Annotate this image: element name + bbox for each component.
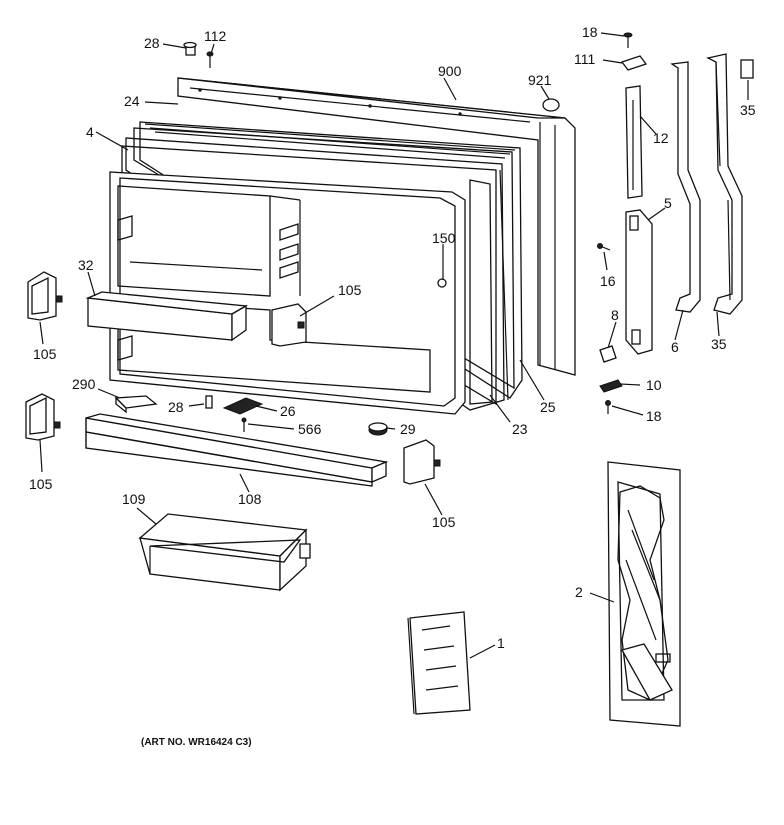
screw-28-top [183,41,197,56]
hinge-bracket-111 [620,55,648,71]
inner-door-liner [109,171,466,415]
callout-8: 8 [611,307,619,323]
door-stop-5 [625,209,653,355]
shelf-end-cap-upper-left [27,271,63,321]
shelf-end-cap-lower-right [403,439,441,485]
callout-10: 10 [646,377,662,393]
callout-1: 1 [497,635,505,651]
callout-18-bottom: 18 [646,408,662,424]
callout-6: 6 [671,339,679,355]
callout-105-lower-right: 105 [432,514,456,530]
callout-12: 12 [653,130,669,146]
callout-105-lower-left: 105 [29,476,53,492]
shelf-end-cap-lower-left [25,393,61,441]
screw-150 [437,278,447,288]
callout-105-shelf: 105 [338,282,362,298]
cover-assembly-2 [607,461,681,727]
hinge-shim-35 [740,59,754,79]
callout-32: 32 [78,257,94,273]
callout-28-bottom: 28 [168,399,184,415]
callout-25: 25 [540,399,556,415]
callout-150: 150 [432,230,456,246]
callout-28-top: 28 [144,35,160,51]
callout-35-bottom: 35 [711,336,727,352]
callout-900: 900 [438,63,462,79]
art-number: (ART NO. WR16424 C3) [141,737,252,748]
callout-24: 24 [124,93,140,109]
callout-23: 23 [512,421,528,437]
callout-105-upper-left: 105 [33,346,57,362]
callout-29: 29 [400,421,416,437]
callout-108: 108 [238,491,262,507]
handle-6 [670,61,701,313]
callout-4: 4 [86,124,94,140]
callout-111: 111 [574,51,595,67]
door-shelf-lower [85,413,389,487]
callout-35-top: 35 [740,102,756,118]
hinge-pin-10 [599,379,623,393]
handle-trim-35 [706,53,743,315]
callout-112: 112 [204,28,227,44]
callout-109: 109 [122,491,146,507]
plug-29 [368,422,388,436]
screw-18-bottom [605,400,611,414]
callout-290: 290 [72,376,96,392]
door-shelf-upper [85,291,249,342]
callout-26: 26 [280,403,296,419]
leader-lines [39,32,749,659]
plug-921 [542,98,560,112]
screw-16 [597,243,611,251]
callout-2: 2 [575,584,583,600]
use-and-care-booklet [407,611,471,715]
door-bin [138,513,311,592]
callout-labels: 28 112 900 921 24 4 18 111 35 12 5 16 15… [29,24,756,748]
screw-28-bottom [205,395,213,409]
callout-18-top: 18 [582,24,598,40]
cam-8 [599,345,617,363]
shelf-end-cap-upper-right [271,303,307,347]
hinge-plate-12 [625,85,643,199]
callout-5: 5 [664,195,672,211]
outer-door-panel [177,77,576,376]
screw-112 [206,51,214,68]
callout-921: 921 [528,72,552,88]
callout-566: 566 [298,421,322,437]
screw-566 [241,417,247,432]
door-gasket [133,121,523,399]
screw-18-top [623,32,633,48]
callout-16: 16 [600,273,616,289]
plate-26 [222,397,264,415]
block-290 [114,395,158,414]
